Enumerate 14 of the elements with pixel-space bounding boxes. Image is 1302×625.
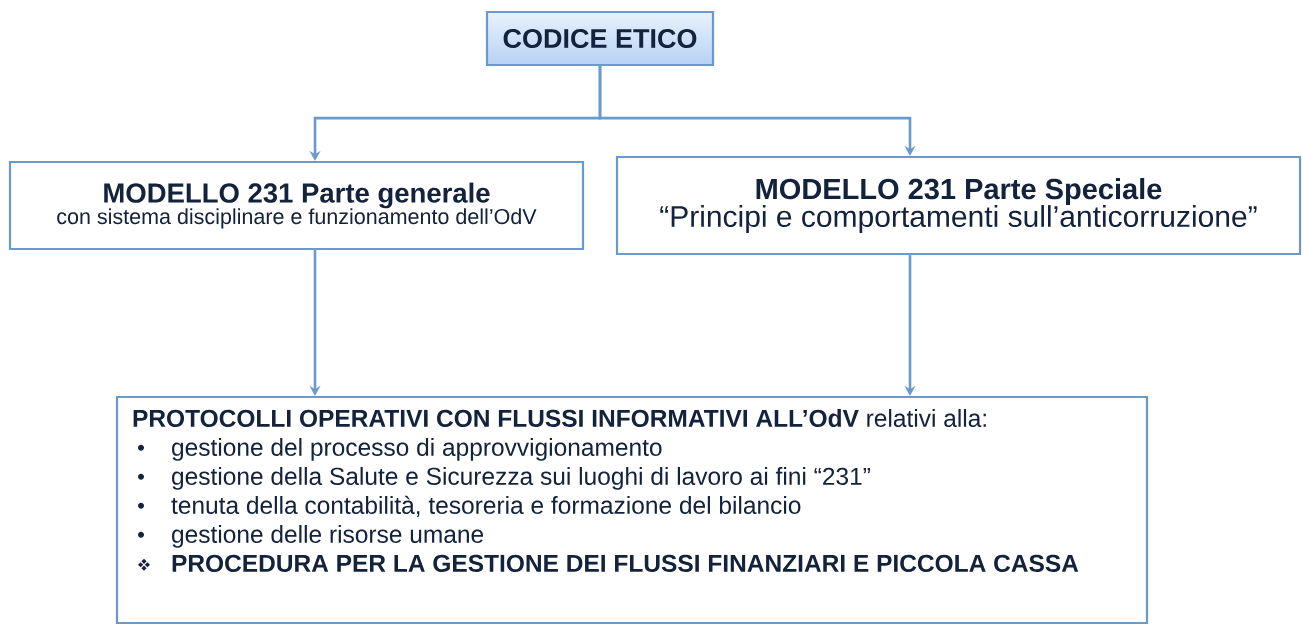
- list-item: PROCEDURA PER LA GESTIONE DEI FLUSSI FINANZIARI E PICCOLA CASSA: [172, 554, 1079, 572]
- box-subtitle: “Principi e comportamenti sull’anticorruzione”: [660, 205, 1257, 233]
- model-box: [615, 155, 1302, 256]
- list-heading: PROTOCOLLI OPERATIVI CON FLUSSI INFORMATIVI ALL’OdV relativi alla:: [133, 409, 986, 427]
- box-heading: MODELLO 231 Parte generale: [104, 182, 490, 209]
- list-item: gestione delle risorse umane: [172, 525, 484, 548]
- list-item: gestione della Salute e Sicurezza sui luoghi di lavoro ai fini “231”: [172, 467, 870, 490]
- model-box: [8, 160, 585, 251]
- box-heading: MODELLO 231 Parte Speciale: [756, 178, 1162, 206]
- box-subtitle: con sistema disciplinare e funzionamento dell’OdV: [57, 208, 537, 229]
- list-item: gestione del processo di approvvigionamento: [172, 438, 662, 461]
- list-item: tenuta della contabilità, tesoreria e formazione del bilancio: [171, 495, 801, 517]
- protocol-box: [115, 395, 1149, 625]
- title-box: CODICE ETICO: [485, 10, 715, 67]
